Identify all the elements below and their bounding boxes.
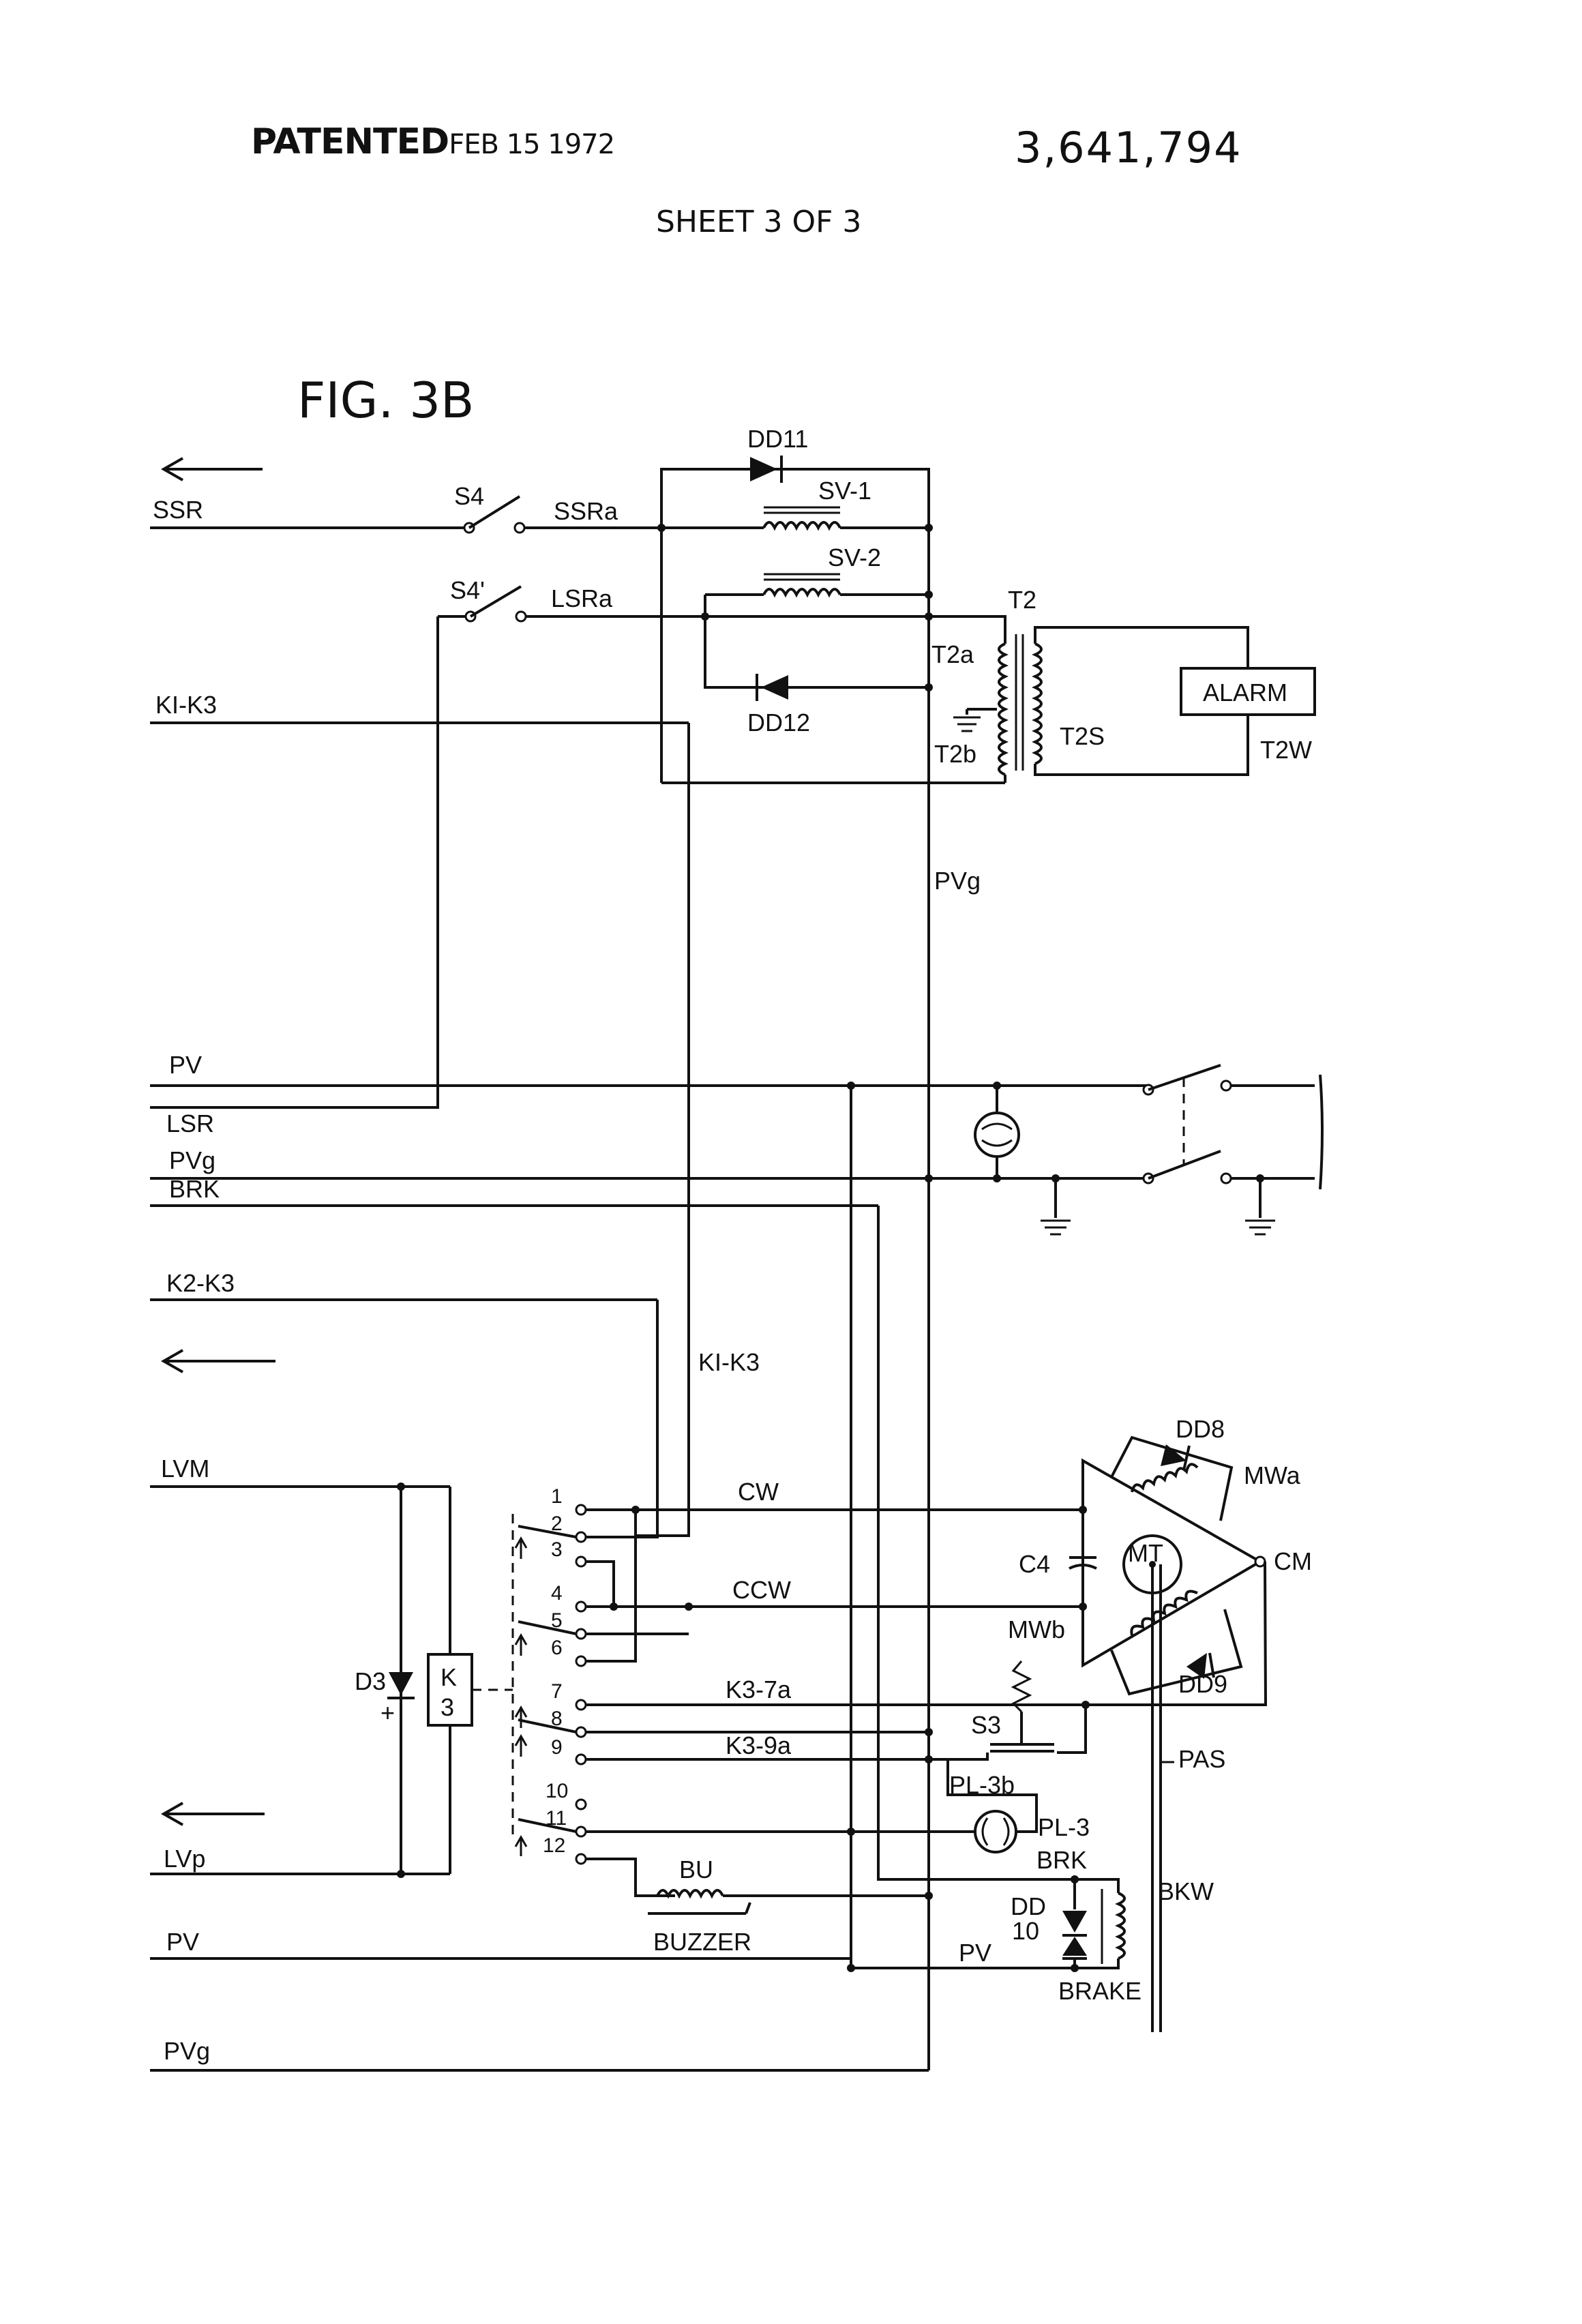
label-pl3: PL-3 — [1038, 1813, 1090, 1841]
label-mt: MT — [1128, 1539, 1163, 1567]
contact-7: 7 — [551, 1680, 563, 1703]
figure-title: FIG. 3B — [297, 372, 474, 429]
label-dd11: DD11 — [747, 425, 808, 453]
label-bu: BU — [679, 1856, 713, 1883]
contact-1: 1 — [551, 1485, 563, 1508]
label-buzzer: BUZZER — [653, 1928, 751, 1956]
label-dd10-a: DD — [1011, 1892, 1046, 1920]
contact-6: 6 — [551, 1637, 563, 1659]
label-k1k3: KI-K3 — [155, 691, 217, 719]
label-cw: CW — [738, 1478, 779, 1506]
label-ccw: CCW — [732, 1576, 791, 1604]
label-alarm: ALARM — [1203, 679, 1287, 706]
buzzer-coil — [648, 1890, 929, 1913]
label-brk: BRK — [169, 1175, 220, 1203]
contact-9: 9 — [551, 1736, 563, 1759]
label-d3: D3 — [355, 1667, 386, 1695]
lamp-pl3 — [975, 1808, 1036, 1852]
label-lvm: LVM — [161, 1455, 209, 1483]
contact-2: 2 — [551, 1513, 563, 1535]
coil-sv1 — [764, 522, 840, 528]
label-lsr: LSR — [166, 1109, 214, 1137]
label-t2: T2 — [1008, 586, 1036, 614]
label-pvg-bottom: PVg — [164, 2037, 210, 2065]
label-t2s: T2S — [1060, 722, 1105, 750]
indicator-lamp — [975, 1086, 1019, 1178]
left-arrow-top — [164, 458, 263, 480]
label-cm: CM — [1274, 1547, 1312, 1575]
label-mwb: MWb — [1008, 1615, 1065, 1643]
coil-sv2 — [764, 589, 840, 595]
motor-delta — [1083, 1461, 1260, 2032]
contact-4: 4 — [551, 1582, 563, 1605]
label-t2b: T2b — [934, 740, 976, 768]
label-c4: C4 — [1019, 1550, 1050, 1578]
lsr-feed — [150, 616, 438, 1107]
label-plus: + — [380, 1699, 395, 1727]
label-k3-9a: K3-9a — [726, 1731, 792, 1759]
contact-5: 5 — [551, 1609, 563, 1632]
arrow-lower-left — [164, 1803, 265, 1825]
ground-symbol-left — [1041, 1178, 1071, 1234]
diode-dd12 — [757, 674, 788, 701]
label-relay-3: 3 — [441, 1693, 454, 1721]
label-pvg-vertical: PVg — [934, 867, 981, 895]
solenoid-valve-box — [661, 469, 1005, 783]
label-sv1: SV-1 — [818, 477, 871, 505]
label-t2w: T2W — [1260, 736, 1312, 764]
label-dd8: DD8 — [1176, 1415, 1225, 1443]
label-k3-7a: K3-7a — [726, 1675, 792, 1703]
label-k2k3: K2-K3 — [166, 1269, 235, 1297]
label-dd12: DD12 — [747, 709, 810, 736]
diode-d3 — [387, 1672, 415, 1698]
label-pl3b: PL-3b — [949, 1771, 1015, 1799]
winding-mwa — [1111, 1437, 1232, 1521]
contact-10: 10 — [546, 1780, 568, 1802]
label-dd10-b: 10 — [1012, 1917, 1039, 1945]
label-lsra: LSRa — [551, 584, 613, 612]
label-brk-low: BRK — [1036, 1846, 1087, 1874]
label-pv-bottom: PV — [166, 1928, 199, 1956]
label-lvp: LVp — [164, 1845, 205, 1873]
ground-symbol-right — [1245, 1178, 1275, 1234]
pushbutton-s3 — [963, 1661, 1086, 1759]
contactor-switch — [1144, 1065, 1322, 1189]
label-ssr: SSR — [153, 496, 203, 524]
brake-assembly — [1062, 1879, 1124, 1968]
label-s3: S3 — [971, 1711, 1001, 1739]
label-dd9: DD9 — [1178, 1670, 1227, 1698]
label-k1k3-mid: KI-K3 — [698, 1348, 760, 1376]
contact-8: 8 — [551, 1708, 563, 1730]
label-pv-low: PV — [959, 1939, 991, 1967]
label-brake: BRAKE — [1058, 1977, 1141, 2005]
contact-3: 3 — [551, 1538, 563, 1561]
label-s4-prime: S4' — [450, 576, 485, 604]
label-sv2: SV-2 — [828, 543, 881, 571]
label-pvg-mid: PVg — [169, 1146, 215, 1174]
k2k3-vertical — [581, 1300, 657, 1537]
k1k3-vertical — [636, 723, 689, 1536]
label-pas: PAS — [1178, 1745, 1225, 1773]
left-arrow-mid — [164, 1350, 275, 1372]
label-mwa: MWa — [1244, 1461, 1301, 1489]
label-t2a: T2a — [931, 640, 974, 668]
label-ssra: SSRa — [554, 497, 618, 525]
ground-symbol-t2 — [953, 709, 997, 731]
label-relay-k: K — [441, 1663, 457, 1691]
contact-11: 11 — [546, 1807, 567, 1830]
label-s4: S4 — [454, 482, 484, 510]
capacitor-c4 — [1069, 1510, 1096, 1607]
contact-12: 12 — [543, 1834, 565, 1857]
label-bkw: BKW — [1158, 1877, 1214, 1905]
label-pv-top: PV — [169, 1051, 202, 1079]
diode-dd11 — [750, 456, 781, 483]
